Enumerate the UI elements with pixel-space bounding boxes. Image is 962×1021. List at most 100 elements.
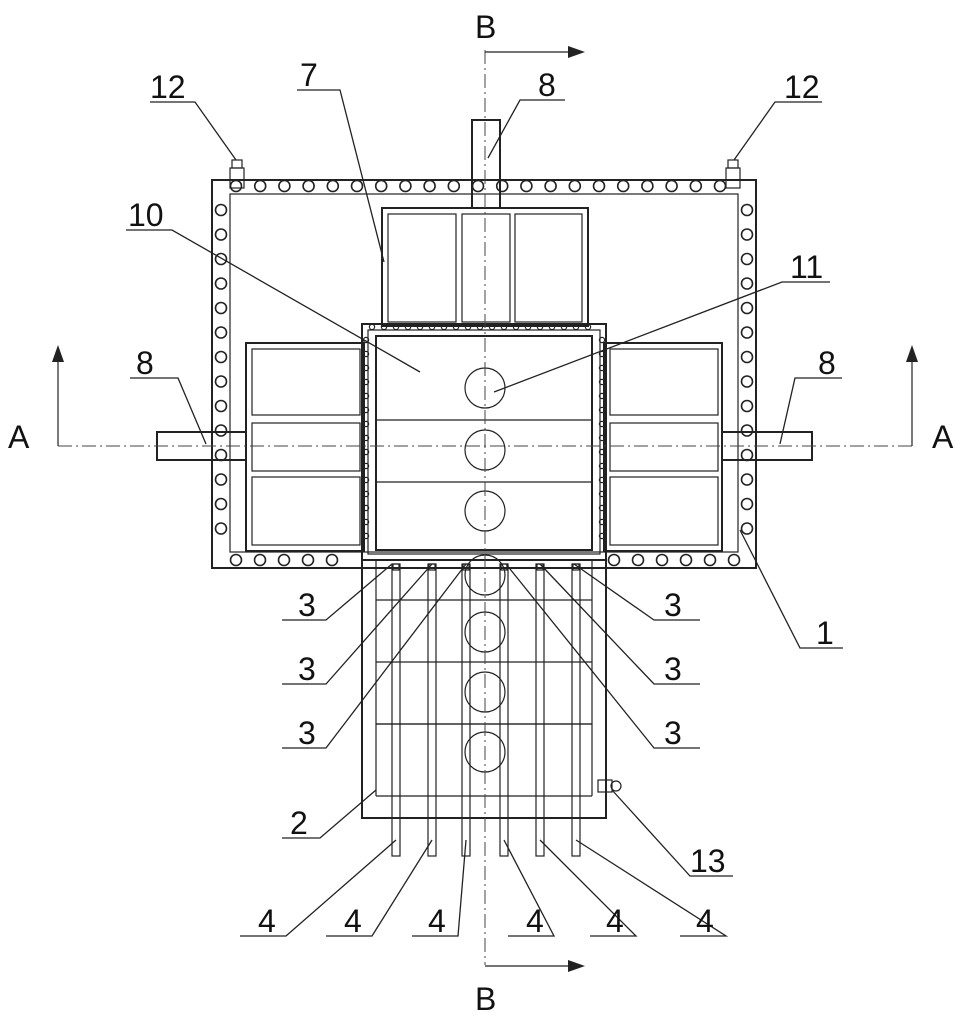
bolt xyxy=(216,278,227,289)
electrode-rod xyxy=(572,564,580,856)
bolt xyxy=(231,181,242,192)
bolt xyxy=(216,352,227,363)
bolt xyxy=(327,181,338,192)
label-4-3: 4 xyxy=(428,903,446,939)
label-3-left-3: 3 xyxy=(298,715,316,751)
label-2: 2 xyxy=(290,805,308,841)
bolt xyxy=(715,181,726,192)
bolt xyxy=(742,401,753,412)
bolt xyxy=(216,425,227,436)
bolt xyxy=(216,523,227,534)
electrode-rod xyxy=(536,564,544,856)
bolt xyxy=(742,254,753,265)
bolt xyxy=(618,181,629,192)
flange-bolt xyxy=(369,324,374,329)
bolt xyxy=(216,229,227,240)
label-7: 7 xyxy=(300,57,318,93)
bolt-ring xyxy=(216,181,753,566)
bolt xyxy=(231,555,242,566)
bolt xyxy=(521,181,532,192)
bolt xyxy=(545,181,556,192)
flange-bolts xyxy=(363,324,604,538)
bolt xyxy=(255,555,266,566)
label-3-right-3: 3 xyxy=(664,715,682,751)
bolt xyxy=(216,376,227,387)
bolt xyxy=(609,555,620,566)
electrode-rods xyxy=(392,564,580,856)
bolt xyxy=(400,181,411,192)
bolt xyxy=(473,181,484,192)
bolt xyxy=(352,181,363,192)
label-3-left-1: 3 xyxy=(298,587,316,623)
bolt xyxy=(742,278,753,289)
bolt xyxy=(642,181,653,192)
label-11: 11 xyxy=(790,249,823,285)
section-mark-b-top: B xyxy=(475,9,496,45)
bolt xyxy=(216,499,227,510)
label-4-5: 4 xyxy=(606,903,624,939)
bolt xyxy=(742,352,753,363)
section-mark-b-bottom: B xyxy=(475,981,496,1017)
bolt xyxy=(216,205,227,216)
bolt xyxy=(376,181,387,192)
lower-housing xyxy=(362,560,606,818)
bolt xyxy=(742,327,753,338)
bolt xyxy=(742,450,753,461)
bolt xyxy=(633,555,644,566)
left-module xyxy=(246,343,364,551)
bolt xyxy=(742,425,753,436)
bolt xyxy=(742,474,753,485)
bolt xyxy=(742,523,753,534)
bolt xyxy=(681,555,692,566)
section-arrow-b-top xyxy=(485,46,585,58)
label-10: 10 xyxy=(128,197,164,233)
electrode-rod xyxy=(500,564,508,856)
bolt xyxy=(216,327,227,338)
bolt xyxy=(705,555,716,566)
bolt xyxy=(569,181,580,192)
bolt xyxy=(216,474,227,485)
section-mark-a-left: A xyxy=(8,419,30,455)
bolt xyxy=(216,303,227,314)
fitting-12-right xyxy=(726,160,740,188)
bolt xyxy=(303,555,314,566)
bolt xyxy=(424,181,435,192)
label-3-left-2: 3 xyxy=(298,651,316,687)
bolt xyxy=(742,499,753,510)
label-12-right: 12 xyxy=(784,69,820,105)
label-8-top: 8 xyxy=(538,67,556,103)
label-8-left: 8 xyxy=(136,345,154,381)
bolt xyxy=(327,555,338,566)
bolt xyxy=(255,181,266,192)
label-3-right-2: 3 xyxy=(664,651,682,687)
label-4-6: 4 xyxy=(696,903,714,939)
bolt xyxy=(742,376,753,387)
section-arrow-b-bottom xyxy=(485,960,585,972)
label-4-2: 4 xyxy=(344,903,362,939)
label-4-1: 4 xyxy=(258,903,276,939)
bolt xyxy=(690,181,701,192)
bolt xyxy=(279,181,290,192)
bolt xyxy=(303,181,314,192)
right-module xyxy=(604,343,722,551)
section-arrow-a-right xyxy=(906,345,918,446)
label-12-left: 12 xyxy=(150,69,186,105)
bolt xyxy=(742,229,753,240)
bolt xyxy=(742,205,753,216)
label-3-right-1: 3 xyxy=(664,587,682,623)
section-arrow-a-left xyxy=(52,345,64,446)
bolt xyxy=(666,181,677,192)
bolt xyxy=(729,555,740,566)
fitting-13 xyxy=(598,780,621,792)
label-4-4: 4 xyxy=(526,903,544,939)
label-1: 1 xyxy=(816,615,834,651)
bolt xyxy=(497,181,508,192)
bolt xyxy=(216,450,227,461)
bolt xyxy=(742,303,753,314)
electrode-rod xyxy=(462,564,470,856)
bolt xyxy=(594,181,605,192)
outer-housing xyxy=(212,180,756,568)
section-mark-a-right: A xyxy=(932,419,954,455)
label-13: 13 xyxy=(690,843,726,879)
